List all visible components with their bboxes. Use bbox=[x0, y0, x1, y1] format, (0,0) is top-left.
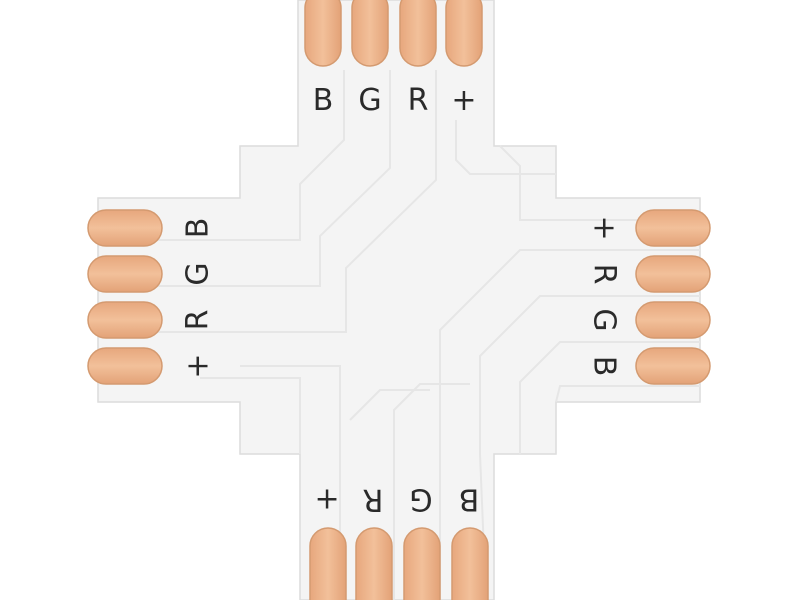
label-bottom-g: G bbox=[409, 482, 432, 517]
left-pads bbox=[87, 209, 163, 385]
label-top-b: B bbox=[313, 83, 334, 118]
pad-top-r bbox=[399, 0, 437, 67]
pad-top-g bbox=[351, 0, 389, 67]
pad-bottom-g bbox=[403, 527, 441, 604]
right-labels: + R G B bbox=[587, 215, 622, 376]
pad-bottom-r bbox=[355, 527, 393, 604]
label-top-g: G bbox=[358, 83, 381, 118]
pad-top-b bbox=[304, 0, 342, 67]
label-left-plus: + bbox=[181, 353, 216, 378]
label-top-plus: + bbox=[451, 83, 476, 118]
pad-left-r bbox=[87, 301, 163, 339]
top-labels: B G R + bbox=[313, 83, 477, 118]
label-bottom-r: R bbox=[363, 482, 384, 517]
label-bottom-b: B bbox=[459, 482, 480, 517]
label-left-r: R bbox=[181, 310, 216, 331]
pad-right-g bbox=[635, 301, 711, 339]
label-right-g: G bbox=[587, 308, 622, 331]
pcb-traces bbox=[98, 70, 700, 601]
pcb-board bbox=[97, 0, 701, 601]
label-left-b: B bbox=[181, 218, 216, 239]
pad-top-plus bbox=[445, 0, 483, 67]
label-right-plus: + bbox=[587, 215, 622, 240]
label-top-r: R bbox=[408, 83, 429, 118]
pad-left-b bbox=[87, 209, 163, 247]
pad-bottom-b bbox=[451, 527, 489, 604]
bottom-pads bbox=[309, 527, 489, 604]
pad-right-r bbox=[635, 255, 711, 293]
left-labels: B G R + bbox=[181, 218, 216, 379]
pad-left-g bbox=[87, 255, 163, 293]
label-bottom-plus: + bbox=[314, 482, 339, 517]
pad-right-plus bbox=[635, 209, 711, 247]
right-pads bbox=[635, 209, 711, 385]
top-pads bbox=[304, 0, 483, 67]
bottom-labels: + R G B bbox=[314, 482, 479, 517]
label-right-b: B bbox=[587, 356, 622, 377]
pad-bottom-plus bbox=[309, 527, 347, 604]
pad-right-b bbox=[635, 347, 711, 385]
label-left-g: G bbox=[181, 262, 216, 285]
label-right-r: R bbox=[587, 264, 622, 285]
pad-left-plus bbox=[87, 347, 163, 385]
